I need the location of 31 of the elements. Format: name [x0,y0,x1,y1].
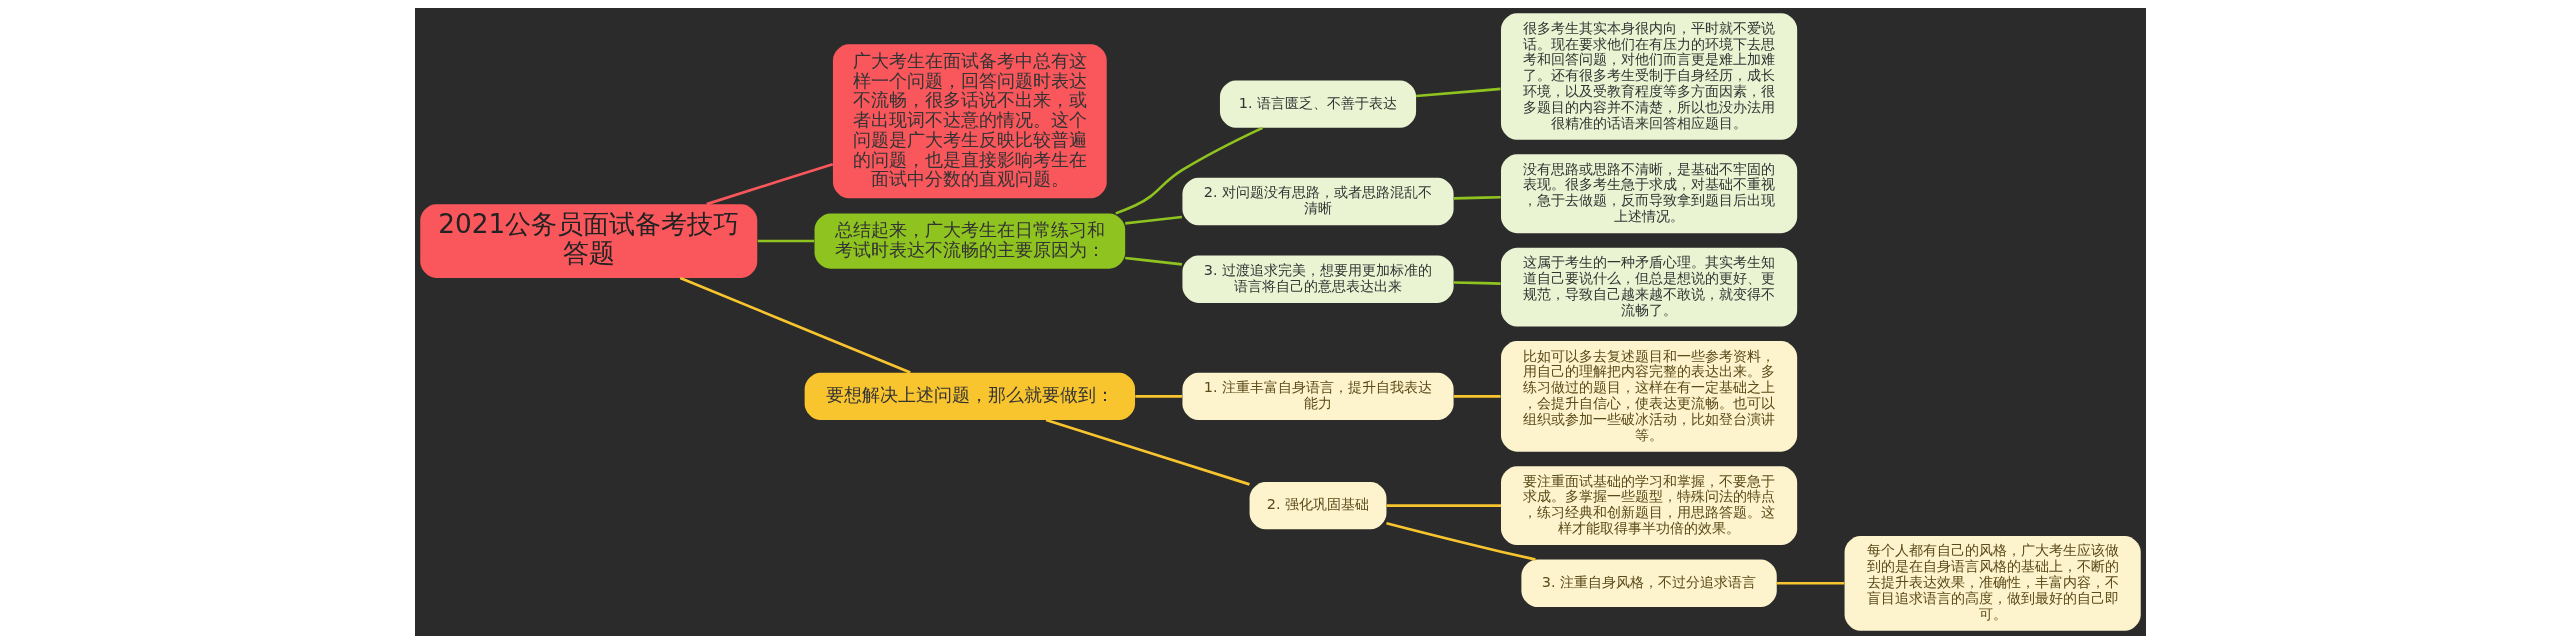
node-box: 很多考生其实本身很内向，平时就不爱说话。现在要求他们在有压力的环境下去思考和回答问题，对他们而言更是难上加难了。还有很多考生受制于自身经历，成长环境，以及受教育程度等多方面因素，很多题目的内容并不清楚，所以也没办法用很精准的话语来回答相应题目。 [1500,13,1797,140]
connector [1453,195,1501,200]
node-box: 3. 过渡追求完美，想要用更加标准的语言将自己的意思表达出来 [1181,255,1454,303]
node-box: 比如可以多去复述题目和一些参考资料，用自己的理解把内容完整的表达出来。多练习做过的题目，这样在有一定基础之上，会提升自信心，使表达更流畅。也可以组织或参加一些破冰活动，比如登台演讲等。 [1500,341,1797,452]
connector [679,276,911,374]
node-box: 3. 注重自身风格，不过分追求语言 [1520,559,1777,607]
node-box: 要想解决上述问题，那么就要做到： [804,372,1135,421]
connector [1134,395,1182,398]
connector [1045,418,1250,486]
connector [1415,87,1501,98]
connector [1453,395,1501,398]
node-box: 2021公务员面试备考技巧答题 [419,204,757,278]
connector [1114,126,1263,215]
connector [1385,522,1536,561]
node-box: 2. 强化巩固基础 [1249,481,1386,530]
node-box: 没有思路或思路不清晰，是基础不牢固的表现。很多考生急于求成，对基础不重视，急于去做题，反而导致拿到题目后出现上述情况。 [1500,154,1797,234]
node-box: 2. 对问题没有思路，或者思路混乱不清晰 [1181,177,1454,226]
node-box: 广大考生在面试备考中总有这样一个问题，回答问题时表达不流畅，很多话说不出来，或者出现词不达意的情况。这个问题是广大考生反映比较普遍的问题，也是直接影响考生在面试中分数的直观问题。 [832,44,1107,199]
node-box: 每个人都有自己的风格，广大考生应该做到的是在自身语言风格的基础上，不断的去提升表达效果，准确性，丰富内容，不盲目追求语言的高度，做到最好的自己即可。 [1844,535,2141,631]
connector [757,239,814,243]
node-box: 1. 语言匮乏、不善于表达 [1219,80,1416,128]
node-box: 这属于考生的一种矛盾心理。其实考生知道自己要说什么，但总是想说的更好、更规范，导致自己越来越不敢说，就变得不流畅了。 [1500,247,1797,327]
connector [1386,504,1501,507]
connector [1776,582,1844,585]
node-box: 要注重面试基础的学习和掌握，不要急于求成。多掌握一些题型，特殊问法的特点，练习经典和创新题目，用思路答题。这样才能取得事半功倍的效果。 [1500,466,1797,546]
connector [1453,281,1501,285]
connector [1124,215,1182,225]
connector [705,163,833,206]
node-box: 1. 注重丰富自身语言，提升自我表达能力 [1181,372,1454,421]
node-box: 总结起来，广大考生在日常练习和考试时表达不流畅的主要原因为： [814,213,1125,269]
connector [1124,256,1182,266]
